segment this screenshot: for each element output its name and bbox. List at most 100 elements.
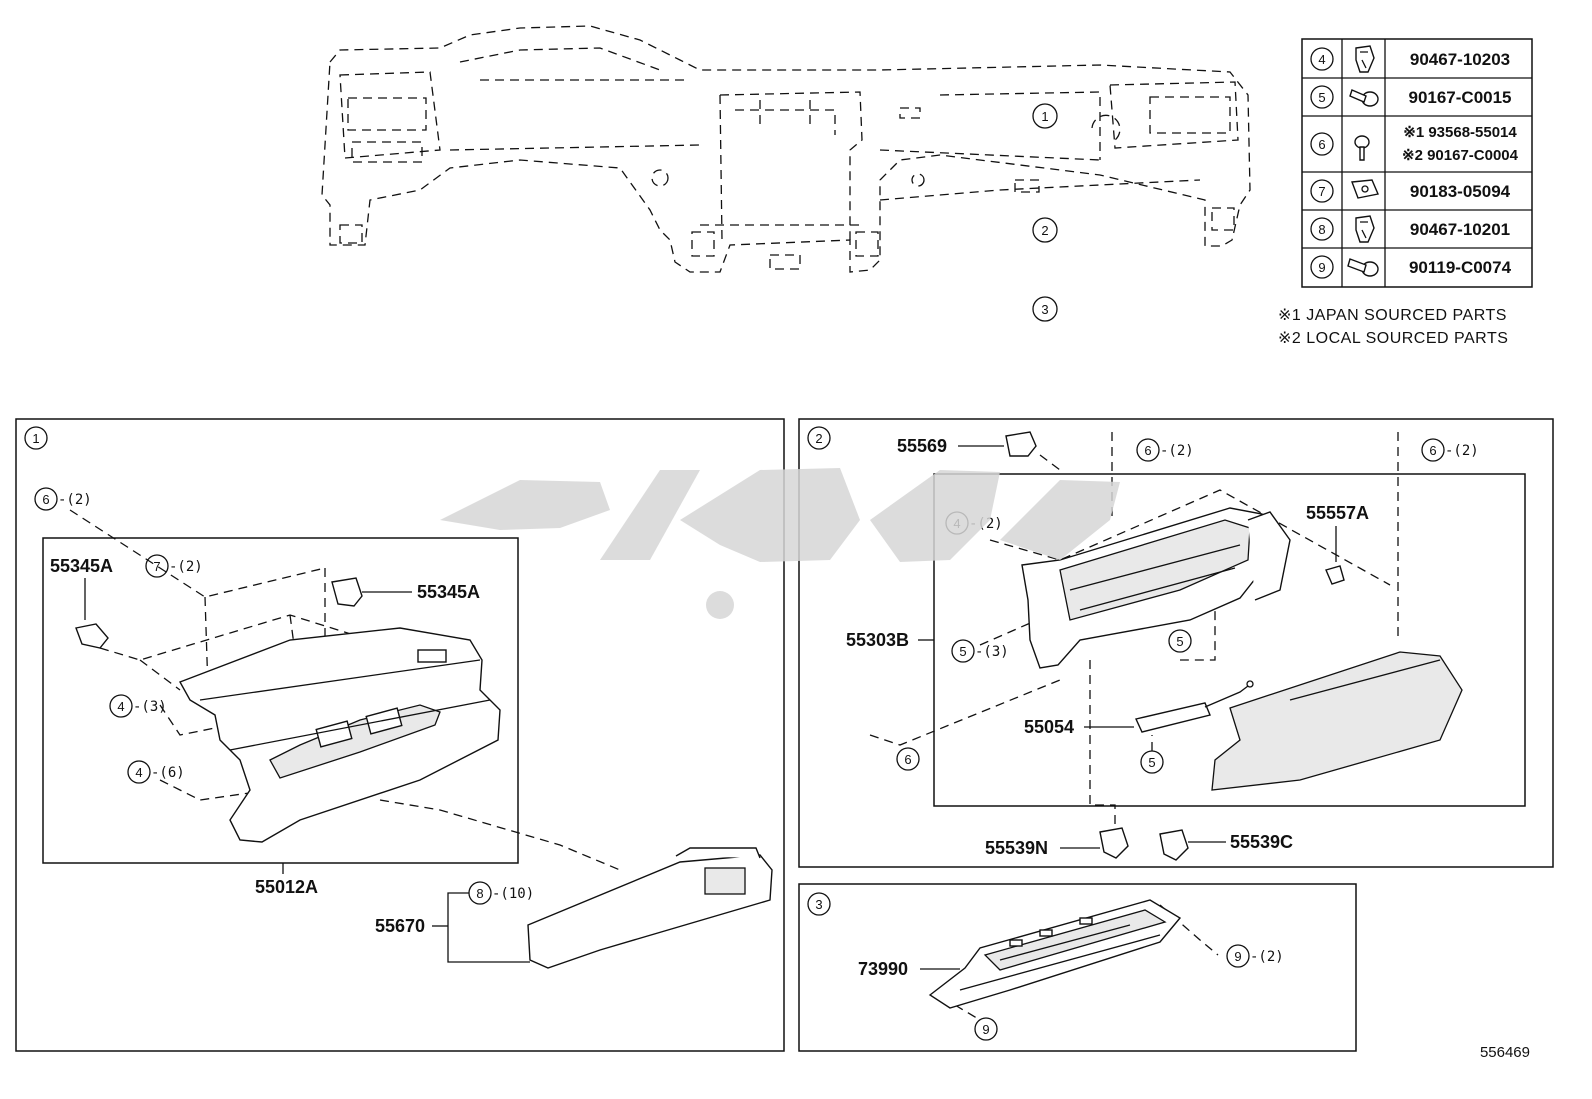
svg-text:-(2): -(2)	[1160, 443, 1194, 459]
svg-text:5: 5	[959, 644, 966, 659]
watermark-logo	[440, 468, 1120, 619]
svg-text:90467-10201: 90467-10201	[1410, 220, 1510, 239]
svg-text:※2 90167-C0004: ※2 90167-C0004	[1402, 147, 1519, 164]
note-local-sourced: ※2 LOCAL SOURCED PARTS	[1278, 330, 1508, 347]
svg-text:2: 2	[815, 431, 822, 446]
glove-box-door	[178, 627, 501, 843]
callout-6-b: 6 -(2)	[1421, 438, 1479, 462]
table-row: 4 90467-10203	[1310, 45, 1510, 73]
note-japan-sourced: ※1 JAPAN SOURCED PARTS	[1278, 307, 1507, 324]
callout-4-b: 4 -(6)	[127, 760, 185, 784]
svg-text:9: 9	[1234, 949, 1241, 964]
callout-4-a: 4 -(3)	[109, 694, 167, 718]
fastener-table: 4 90467-10203 5 90167-C0015 6	[1301, 38, 1533, 288]
clip-icon	[1355, 215, 1375, 243]
svg-text:90183-05094: 90183-05094	[1410, 182, 1511, 201]
svg-text:2: 2	[1041, 223, 1048, 238]
callout-9-b: 9	[974, 1017, 998, 1041]
part-label-55670: 55670	[375, 916, 425, 936]
part-label-55054: 55054	[1024, 717, 1074, 737]
stopper-55539N	[1099, 827, 1129, 859]
svg-text:6: 6	[1429, 443, 1436, 458]
callout-5-c: 5	[1140, 735, 1164, 774]
callout-7: 7 -(2)	[145, 554, 203, 578]
svg-text:-(3): -(3)	[133, 699, 167, 715]
console-box	[928, 899, 1182, 1009]
table-row: 8 90467-10201	[1310, 215, 1510, 243]
clip-55345A-right	[331, 577, 363, 607]
part-label-55569: 55569	[897, 436, 947, 456]
svg-text:9: 9	[982, 1022, 989, 1037]
svg-text:3: 3	[1041, 302, 1048, 317]
side-panel-55670	[527, 847, 773, 969]
table-row: 7 90183-05094	[1310, 179, 1511, 203]
svg-text:3: 3	[815, 897, 822, 912]
part-label-55303B: 55303B	[846, 630, 909, 650]
glove-box-lamp	[1135, 680, 1254, 733]
part-label-55345A-left: 55345A	[50, 556, 113, 576]
svg-text:7: 7	[1318, 184, 1325, 199]
callout-8: 8 -(10)	[447, 881, 534, 963]
svg-text:90119-C0074: 90119-C0074	[1409, 258, 1512, 277]
screw-icon	[1349, 89, 1379, 107]
part-label-55012A: 55012A	[255, 877, 318, 897]
panel-1: 1 6 -(	[15, 418, 785, 1052]
svg-text:8: 8	[476, 886, 483, 901]
svg-text:5: 5	[1148, 755, 1155, 770]
table-row: 9 90119-C0074	[1310, 255, 1512, 279]
part-label-55539C: 55539C	[1230, 832, 1293, 852]
nut-clip-icon	[1351, 179, 1379, 199]
svg-text:7: 7	[153, 559, 160, 574]
callout-6-c: 6	[896, 747, 920, 771]
clip-icon	[1355, 45, 1375, 73]
svg-text:5: 5	[1176, 634, 1183, 649]
table-row: 5 90167-C0015	[1310, 85, 1512, 109]
screw-icon	[1347, 258, 1379, 277]
svg-text:5: 5	[1318, 90, 1325, 105]
panel-2: 2	[798, 418, 1554, 868]
svg-text:※1 93568-55014: ※1 93568-55014	[1403, 124, 1517, 141]
svg-text:-(2): -(2)	[169, 559, 203, 575]
callout-6: 6 -(2)	[34, 487, 92, 511]
glove-box-lid	[1211, 651, 1463, 791]
stopper-55539C	[1159, 829, 1189, 861]
callout-5-a: 5 -(3)	[951, 639, 1009, 663]
svg-text:8: 8	[1318, 222, 1325, 237]
svg-text:90467-10203: 90467-10203	[1410, 50, 1510, 69]
callout-9-a: 9 -(2)	[1226, 944, 1284, 968]
svg-text:1: 1	[32, 431, 39, 446]
svg-text:4: 4	[1318, 52, 1325, 67]
svg-text:-(2): -(2)	[1445, 443, 1479, 459]
part-label-55557A: 55557A	[1306, 503, 1369, 523]
svg-text:6: 6	[904, 752, 911, 767]
callout-5-b: 5	[1168, 629, 1192, 653]
clip-55345A-left	[75, 623, 109, 649]
panel-3: 3 9 -(2) 9 73990	[798, 883, 1357, 1052]
svg-text:-(6): -(6)	[151, 765, 185, 781]
svg-text:4: 4	[117, 699, 124, 714]
glove-box	[1021, 507, 1291, 669]
svg-text:-(10): -(10)	[492, 886, 534, 902]
part-label-55345A-right: 55345A	[417, 582, 480, 602]
table-row: 6 ※1 93568-55014 ※2 90167-C0004	[1310, 124, 1519, 164]
overview-callout-3: 3	[1032, 296, 1058, 322]
illustration-number: 556469	[1480, 1044, 1530, 1061]
svg-text:-(2): -(2)	[58, 492, 92, 508]
svg-text:9: 9	[1318, 260, 1325, 275]
svg-text:-(3): -(3)	[975, 644, 1009, 660]
svg-text:-(2): -(2)	[1250, 949, 1284, 965]
overview-callout-1: 1	[1032, 103, 1058, 129]
svg-text:4: 4	[135, 765, 142, 780]
svg-text:1: 1	[1041, 109, 1048, 124]
callout-6-a: 6 -(2)	[1136, 438, 1194, 462]
svg-text:6: 6	[42, 492, 49, 507]
svg-text:6: 6	[1318, 137, 1325, 152]
bumper-55557A	[1325, 565, 1345, 585]
part-label-73990: 73990	[858, 959, 908, 979]
svg-text:6: 6	[1144, 443, 1151, 458]
overview-callout-2: 2	[1032, 217, 1058, 243]
part-label-55539N: 55539N	[985, 838, 1048, 858]
screw-icon	[1354, 135, 1370, 161]
instrument-panel-overview: 1 2 3	[321, 25, 1251, 322]
